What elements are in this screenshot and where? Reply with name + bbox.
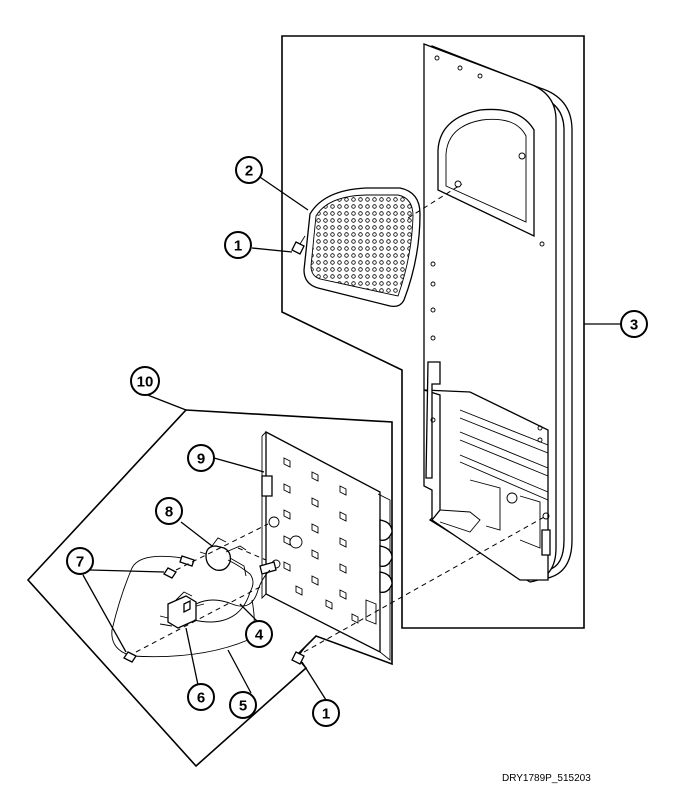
thermostat-upper xyxy=(199,537,247,577)
callout-4: 4 xyxy=(245,620,273,648)
callout-3-rear-panel: 3 xyxy=(620,310,648,338)
callout-6-thermostat: 6 xyxy=(187,683,215,711)
svg-text:2: 2 xyxy=(245,163,253,180)
callout-5-harness: 5 xyxy=(229,691,257,719)
svg-text:3: 3 xyxy=(630,317,638,334)
svg-text:9: 9 xyxy=(197,451,205,468)
callout-1-screw-upper: 1 xyxy=(224,231,252,259)
callout-1-screw-lower: 1 xyxy=(312,699,340,727)
screws-7 xyxy=(123,567,177,663)
leader-lines xyxy=(82,172,624,701)
thermal-fuse xyxy=(159,591,205,629)
heater-box-tabs xyxy=(283,457,359,624)
svg-text:8: 8 xyxy=(165,504,173,521)
svg-text:1: 1 xyxy=(322,706,330,723)
panel-group-boundary xyxy=(281,35,585,629)
screw-lower xyxy=(291,645,307,665)
svg-text:6: 6 xyxy=(197,690,205,707)
wire-connector-upper xyxy=(179,555,277,575)
svg-text:7: 7 xyxy=(76,554,84,571)
svg-text:1: 1 xyxy=(234,238,242,255)
dashed-align-filter xyxy=(407,183,463,219)
callout-2-lint-filter: 2 xyxy=(235,156,263,184)
rear-panel xyxy=(423,43,573,583)
dashed-align-thermostat xyxy=(175,523,269,571)
callout-7-screws: 7 xyxy=(66,547,94,575)
lint-screen xyxy=(303,187,421,308)
callout-9-heater-box: 9 xyxy=(187,444,215,472)
svg-text:4: 4 xyxy=(255,627,264,644)
screw-upper xyxy=(291,235,306,255)
dashed-align-lower-screw xyxy=(303,515,547,653)
svg-text:10: 10 xyxy=(137,374,154,391)
callout-10-assembly: 10 xyxy=(130,366,160,396)
drawing-code: DRY1789P_515203 xyxy=(502,773,591,784)
dashed-align-heater xyxy=(135,585,263,653)
svg-text:5: 5 xyxy=(239,698,247,715)
callout-8-thermostat: 8 xyxy=(155,497,183,525)
heater-box xyxy=(261,430,393,661)
